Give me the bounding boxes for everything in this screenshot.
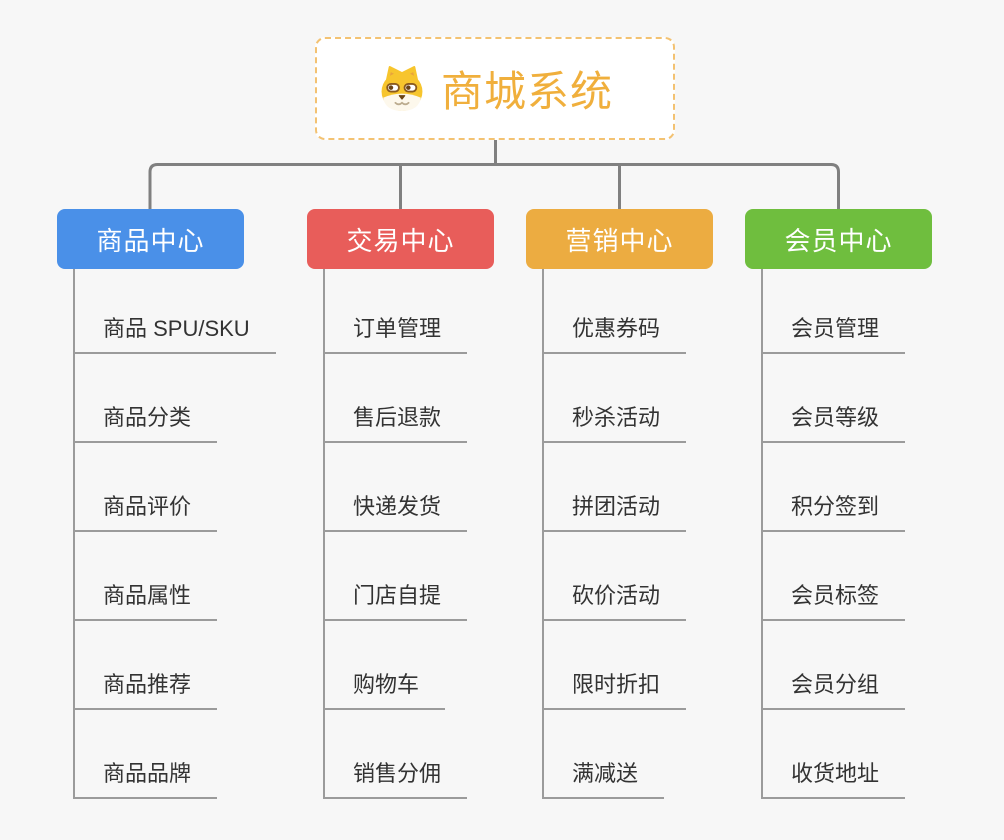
leaf-node[interactable]: 商品推荐 [75,621,218,710]
leaf-node[interactable]: 商品 SPU/SKU [75,265,276,354]
leaf-node[interactable]: 会员等级 [763,354,906,443]
leaf-node[interactable]: 拼团活动 [544,443,687,532]
leaf-node[interactable]: 销售分佣 [325,710,468,799]
leaf-node[interactable]: 砍价活动 [544,532,687,621]
branch-item-list: 订单管理 售后退款 快递发货 门店自提 购物车 销售分佣 [323,265,468,799]
leaf-node[interactable]: 会员标签 [763,532,906,621]
leaf-node[interactable]: 收货地址 [763,710,906,799]
root-node-title: 商城系统 [440,68,613,115]
leaf-node[interactable]: 秒杀活动 [544,354,687,443]
leaf-node[interactable]: 门店自提 [325,532,468,621]
leaf-node[interactable]: 快递发货 [325,443,468,532]
leaf-node[interactable]: 购物车 [325,621,446,710]
leaf-node[interactable]: 积分签到 [763,443,906,532]
leaf-node[interactable]: 订单管理 [325,265,468,354]
leaf-node[interactable]: 会员管理 [763,265,906,354]
leaf-node[interactable]: 优惠券码 [544,265,687,354]
leaf-node[interactable]: 售后退款 [325,354,468,443]
branch-item-list: 优惠券码 秒杀活动 拼团活动 砍价活动 限时折扣 满减送 [542,265,687,799]
leaf-node[interactable]: 限时折扣 [544,621,687,710]
leaf-node[interactable]: 商品评价 [75,443,218,532]
branch-node[interactable]: 会员中心 [745,209,932,269]
branch-item-list: 会员管理 会员等级 积分签到 会员标签 会员分组 收货地址 [761,265,906,799]
branch-bus-line [148,163,840,210]
branch-item-list: 商品 SPU/SKU 商品分类 商品评价 商品属性 商品推荐 商品品牌 [73,265,276,799]
branch-node[interactable]: 商品中心 [57,209,244,269]
dog-face-icon [377,65,427,112]
leaf-node[interactable]: 商品分类 [75,354,218,443]
leaf-node[interactable]: 满减送 [544,710,665,799]
leaf-node[interactable]: 商品属性 [75,532,218,621]
branch-node[interactable]: 营销中心 [526,209,713,269]
branch-node[interactable]: 交易中心 [307,209,494,269]
leaf-node[interactable]: 商品品牌 [75,710,218,799]
leaf-node[interactable]: 会员分组 [763,621,906,710]
root-node[interactable]: 商城系统 [315,37,675,140]
